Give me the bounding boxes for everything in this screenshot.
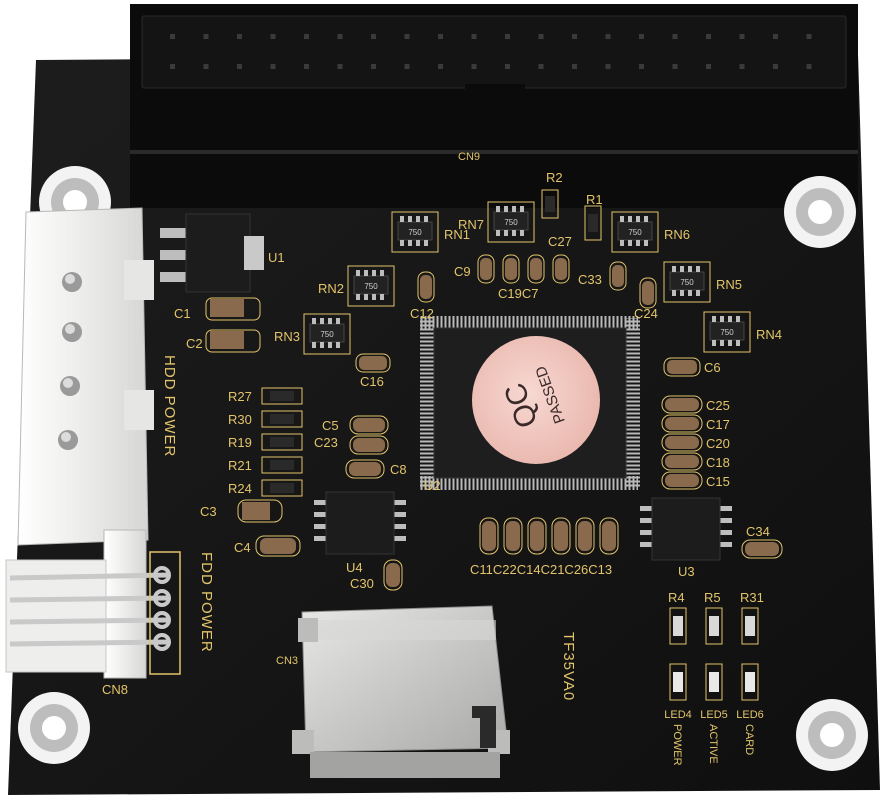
hdd-power-connector: [17, 207, 154, 546]
label-c9: C9: [454, 264, 471, 279]
card-slot-label: CN3: [276, 655, 298, 667]
label-c18: C18: [706, 455, 730, 470]
capacitors-c30-c34: [383, 539, 783, 591]
resistor-array-marking: 750: [320, 330, 334, 339]
label-c12: C12: [410, 306, 434, 321]
label-c6: C6: [704, 360, 721, 375]
led-resistor-label: R5: [704, 590, 721, 605]
resistor-array-label: RN6: [664, 227, 690, 242]
main-controller-chip: QC PASSED: [420, 316, 640, 490]
chip-u3: [640, 497, 732, 561]
led-function-label: CARD: [743, 724, 755, 755]
label-r19: R19: [228, 435, 252, 450]
left-chip-label: U4: [346, 560, 363, 575]
capacitors-c3-c4: [237, 499, 301, 557]
label-c20: C20: [706, 436, 730, 451]
fdd-power-connector: [5, 529, 181, 679]
resistor-array-rn3: 750 RN3: [274, 313, 351, 355]
middle-capacitors: [345, 415, 389, 479]
resistor-array-rn6: 750 RN6: [611, 211, 690, 253]
chip-u4: [314, 491, 406, 555]
resistor-array-label: RN1: [444, 227, 470, 242]
right-chip-label: U3: [678, 564, 695, 579]
led-label: LED5: [700, 709, 728, 721]
main-chip-label: U2: [424, 478, 441, 493]
resistor-array-marking: 750: [628, 228, 642, 237]
resistor-array-marking: 750: [408, 228, 422, 237]
regulator-label: U1: [268, 250, 285, 265]
model-label: TF35VA0: [560, 632, 577, 701]
voltage-regulator: [160, 213, 264, 293]
hdd-power-label: HDD POWER: [161, 355, 178, 457]
label-c30: C30: [350, 576, 374, 591]
label-c19c7: C19C7: [498, 286, 538, 301]
resistor-array-rn7: 750 RN7: [458, 201, 535, 243]
resistor-array-rn1: 750 RN1: [391, 211, 470, 253]
card-slot: [292, 605, 510, 778]
label-c5: C5: [322, 418, 339, 433]
led-label: LED6: [736, 709, 764, 721]
label-bottom-caps: C11C22C14C21C26C13: [470, 562, 612, 577]
top-passives: [355, 189, 701, 377]
ide-header-label: CN9: [458, 151, 480, 163]
label-c33: C33: [578, 272, 602, 287]
fdd-connector-label: CN8: [102, 682, 128, 697]
resistor-array-marking: 750: [364, 282, 378, 291]
label-c16: C16: [360, 374, 384, 389]
bottom-capacitor-row: [479, 517, 619, 555]
label-c34: C34: [746, 524, 770, 539]
resistor-array-label: RN3: [274, 329, 300, 344]
label-c2: C2: [186, 336, 203, 351]
label-r1: R1: [586, 192, 603, 207]
label-c1: C1: [174, 306, 191, 321]
mounting-holes: [18, 166, 868, 771]
label-c27: C27: [548, 234, 572, 249]
resistor-array-rn2: 750 RN2: [318, 265, 395, 307]
label-r2: R2: [546, 170, 563, 185]
label-c23: C23: [314, 435, 338, 450]
label-r24: R24: [228, 481, 252, 496]
resistor-array-rn5: 750 RN5: [663, 261, 742, 303]
label-r21: R21: [228, 458, 252, 473]
led-resistor-label: R4: [668, 590, 685, 605]
resistor-array-marking: 750: [680, 278, 694, 287]
label-c17: C17: [706, 417, 730, 432]
capacitors-c1-c2: [205, 297, 261, 353]
resistor-array-label: RN7: [458, 217, 484, 232]
resistor-array-label: RN2: [318, 281, 344, 296]
led-label: LED4: [664, 709, 692, 721]
ide-header: CN9: [130, 4, 858, 208]
resistor-array-label: RN5: [716, 277, 742, 292]
resistor-array-marking: 750: [720, 328, 734, 337]
led-resistor-label: R31: [740, 590, 764, 605]
label-c8: C8: [390, 462, 407, 477]
resistor-array-marking: 750: [504, 218, 518, 227]
label-c4: C4: [234, 540, 251, 555]
led-function-label: ACTIVE: [707, 724, 719, 764]
label-c15: C15: [706, 474, 730, 489]
label-r30: R30: [228, 412, 252, 427]
fdd-power-label: FDD POWER: [198, 552, 215, 653]
label-c25: C25: [706, 398, 730, 413]
label-c3: C3: [200, 504, 217, 519]
label-r27: R27: [228, 389, 252, 404]
led-function-label: POWER: [671, 724, 683, 766]
resistor-array-label: RN4: [756, 327, 782, 342]
resistor-array-rn4: 750 RN4: [703, 311, 782, 353]
label-c24: C24: [634, 306, 658, 321]
